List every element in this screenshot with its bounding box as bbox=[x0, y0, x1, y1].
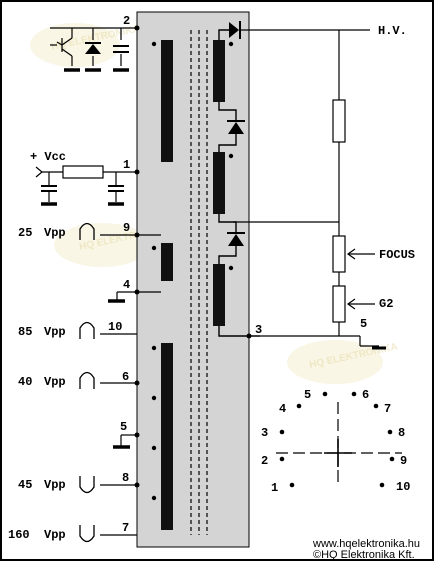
pulse-160-unit: Vpp bbox=[44, 528, 66, 542]
pin-8-label: 8 bbox=[122, 471, 129, 485]
vcc-circuit bbox=[35, 165, 137, 206]
pulse-40-amp: 40 bbox=[18, 375, 32, 389]
pulse-negative-icon bbox=[79, 476, 95, 494]
pin-2-label: 2 bbox=[123, 14, 130, 28]
winding-aux bbox=[161, 243, 173, 281]
footer-copyright: ©HQ Elektronika Kft. bbox=[313, 549, 415, 561]
g2-wiper-arrow bbox=[346, 298, 375, 310]
pulse-45-amp: 45 bbox=[18, 478, 32, 492]
focus-potentiometer bbox=[332, 235, 346, 273]
pulse-positive-icon bbox=[79, 222, 95, 240]
pulse-160-amp: 160 bbox=[8, 528, 30, 542]
watermark-logo bbox=[54, 223, 150, 267]
pin-5-node bbox=[134, 432, 140, 438]
focus-wiper-arrow bbox=[346, 248, 375, 260]
pulse-positive-icon bbox=[79, 371, 95, 389]
pulse-85-unit: Vpp bbox=[44, 325, 66, 339]
winding-primary-main bbox=[161, 40, 173, 162]
pinout-crosshair bbox=[276, 402, 402, 484]
pinout-label-4: 4 bbox=[279, 402, 286, 416]
pin-5-right-label: 5 bbox=[360, 317, 367, 331]
pin-1-label: 1 bbox=[123, 158, 130, 172]
winding-heater-drive bbox=[161, 343, 173, 530]
pinout-label-7: 7 bbox=[384, 402, 391, 416]
watermark-logo bbox=[30, 23, 120, 67]
winding-dots bbox=[151, 41, 157, 501]
transformer-body bbox=[136, 11, 250, 548]
pinout-label-1: 1 bbox=[271, 481, 278, 495]
pin-4-label: 4 bbox=[123, 278, 130, 292]
pin-5-circuit bbox=[113, 434, 137, 449]
footer-url: www.hqelektronika.hu bbox=[312, 538, 420, 550]
pin-2-node bbox=[134, 25, 140, 31]
g2-label: G2 bbox=[379, 297, 393, 311]
pulse-25-unit: Vpp bbox=[44, 226, 66, 240]
pin-1-node bbox=[134, 169, 140, 175]
pinout-label-8: 8 bbox=[398, 426, 405, 440]
pulse-25-amp: 25 bbox=[18, 226, 32, 240]
core-lines bbox=[190, 30, 208, 535]
pulse-40-unit: Vpp bbox=[44, 375, 66, 389]
pulse-positive-icon bbox=[79, 321, 95, 339]
secondary-windings bbox=[213, 40, 225, 326]
secondary-dots bbox=[228, 41, 234, 271]
pinout-label-2: 2 bbox=[261, 454, 268, 468]
pinout-label-10: 10 bbox=[396, 480, 410, 494]
pin-6-node bbox=[134, 380, 140, 386]
pin-7-label: 7 bbox=[122, 521, 129, 535]
pulse-negative-icon bbox=[79, 525, 95, 543]
bleeder-network bbox=[233, 30, 386, 350]
hv-label: H.V. bbox=[378, 24, 407, 38]
pinout-dots bbox=[279, 391, 395, 488]
pin-6-label: 6 bbox=[122, 370, 129, 384]
pin-2-capacitor bbox=[113, 45, 129, 53]
bleeder-resistor-top bbox=[332, 99, 346, 143]
pin-5-label: 5 bbox=[120, 420, 127, 434]
pinout-label-9: 9 bbox=[400, 454, 407, 468]
pulse-85-amp: 85 bbox=[18, 325, 32, 339]
pin-10-label: 10 bbox=[108, 320, 122, 334]
pinout-label-5: 5 bbox=[304, 388, 311, 402]
watermark-logo bbox=[287, 340, 383, 384]
pin-9-label: 9 bbox=[123, 221, 130, 235]
g2-potentiometer bbox=[332, 285, 346, 323]
pin-2-diode bbox=[85, 42, 101, 54]
pulse-45-unit: Vpp bbox=[44, 478, 66, 492]
pin-4-circuit bbox=[108, 291, 137, 303]
pinout-label-3: 3 bbox=[261, 426, 268, 440]
pin-3-node bbox=[246, 333, 252, 339]
diode-mid-1 bbox=[227, 120, 245, 134]
focus-label: FOCUS bbox=[379, 248, 415, 262]
winding-hv-1 bbox=[213, 40, 225, 102]
pinout-label-6: 6 bbox=[362, 388, 369, 402]
diode-chain-wires bbox=[218, 29, 260, 337]
winding-hv-2 bbox=[213, 152, 225, 214]
pin-2-circuit bbox=[50, 27, 137, 66]
pin-3-label: 3 bbox=[255, 323, 262, 337]
base-pinout: 1 2 3 4 5 6 7 8 9 10 bbox=[261, 388, 410, 495]
pin-8-node bbox=[134, 482, 140, 488]
vcc-label: + Vcc bbox=[30, 150, 66, 164]
winding-hv-3 bbox=[213, 264, 225, 326]
diode-mid-2 bbox=[227, 232, 245, 246]
primary-windings bbox=[161, 40, 173, 530]
